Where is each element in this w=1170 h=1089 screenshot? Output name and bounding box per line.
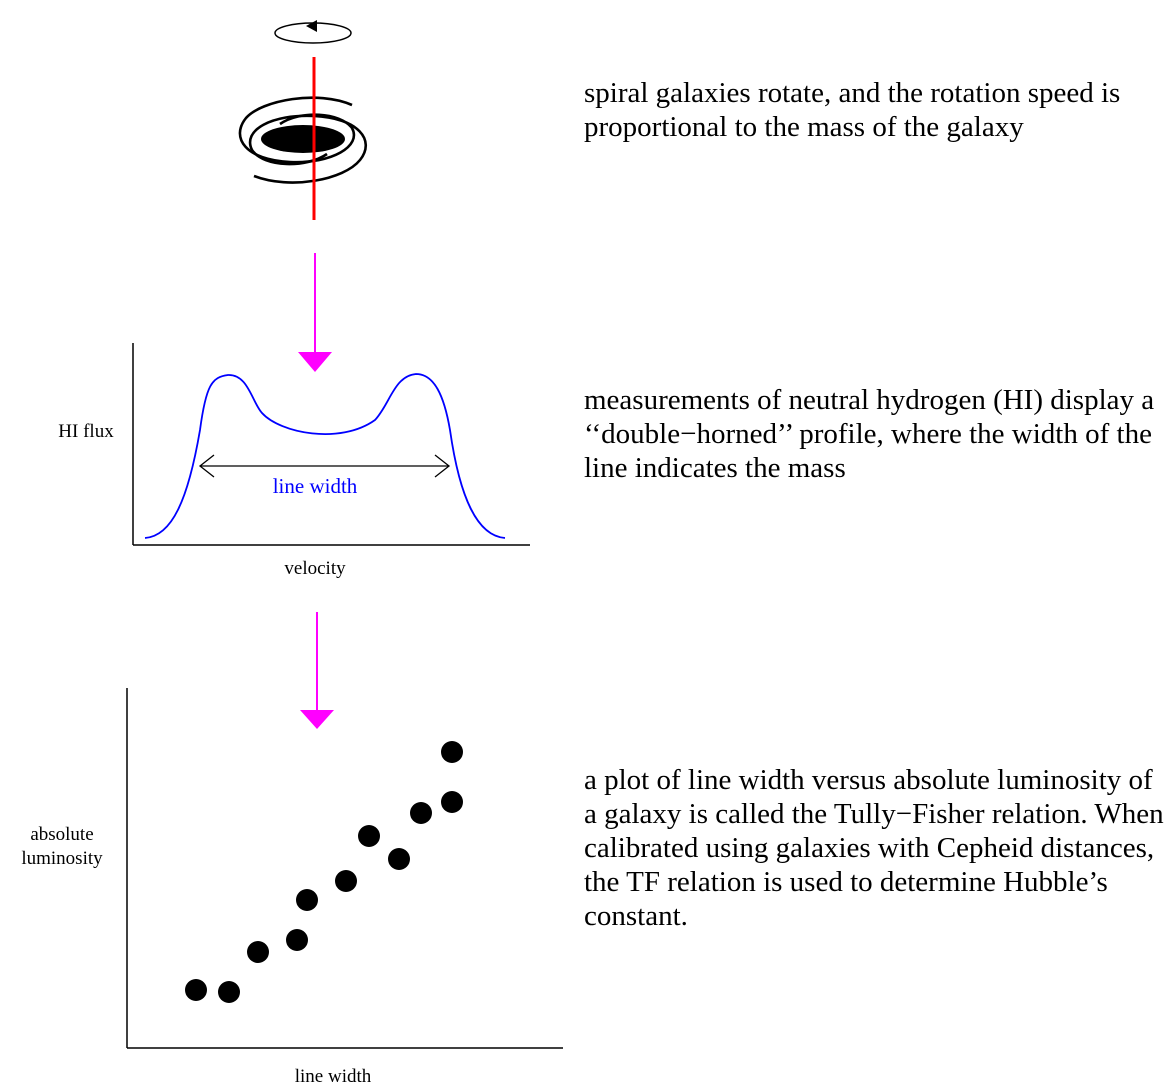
hi-profile-description: measurements of neutral hydrogen (HI) di… bbox=[584, 383, 1170, 485]
data-point bbox=[410, 802, 432, 824]
data-point bbox=[388, 848, 410, 870]
rotation-indicator-icon bbox=[275, 20, 351, 43]
data-point bbox=[185, 979, 207, 1001]
spiral-galaxy-icon bbox=[240, 98, 366, 183]
hi-profile-curve bbox=[145, 374, 505, 538]
tully-fisher-description: a plot of line width versus absolute lum… bbox=[584, 763, 1170, 933]
down-arrow-icon bbox=[298, 253, 332, 372]
data-point bbox=[247, 941, 269, 963]
line-width-label: line width bbox=[240, 473, 390, 499]
data-point bbox=[441, 741, 463, 763]
velocity-axis-label: velocity bbox=[250, 557, 380, 581]
data-point bbox=[358, 825, 380, 847]
absolute-luminosity-axis-label: absolute luminosity bbox=[2, 823, 122, 871]
hi-profile-axes bbox=[133, 343, 530, 545]
line-width-axis-label: line width bbox=[268, 1065, 398, 1089]
tf-data-points bbox=[185, 741, 463, 1003]
hi-flux-axis-label: HI flux bbox=[48, 420, 124, 444]
down-arrow-icon bbox=[300, 612, 334, 729]
data-point bbox=[296, 889, 318, 911]
data-point bbox=[335, 870, 357, 892]
data-point bbox=[218, 981, 240, 1003]
galaxy-rotation-description: spiral galaxies rotate, and the rotation… bbox=[584, 76, 1144, 144]
data-point bbox=[286, 929, 308, 951]
data-point bbox=[441, 791, 463, 813]
